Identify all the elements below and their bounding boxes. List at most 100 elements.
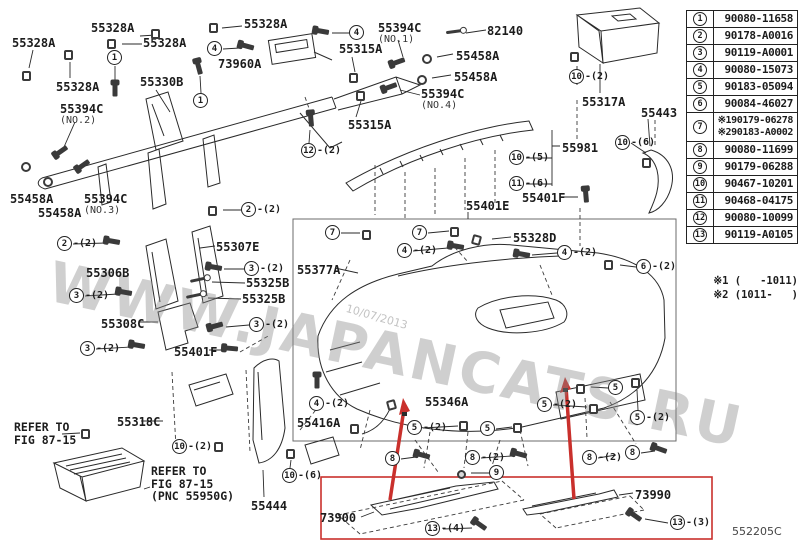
part-label-55328A: 55328A <box>244 17 288 31</box>
table-footnotes: ※1 ( -1011)※2 (1011- ) <box>686 274 798 302</box>
callout-5: 5-(2) <box>407 420 447 435</box>
clip-icon <box>589 404 598 414</box>
part-label-55981: 55981 <box>562 141 599 155</box>
clip-icon <box>350 424 359 434</box>
table-part-code: 90183-05094 <box>724 80 794 93</box>
callout-5: 5 <box>608 380 623 395</box>
callout-circle: 10 <box>282 468 297 483</box>
table-part-code: 90119-A0001 <box>724 46 794 59</box>
callout-5: 5-(2) <box>630 410 670 425</box>
callout-circle: 6 <box>636 259 651 274</box>
part-label-55325B: 55325B <box>246 276 290 290</box>
callout-qty: -(2) <box>260 263 285 274</box>
clip-icon <box>642 158 651 168</box>
callout-3: 3-(2) <box>244 261 284 276</box>
callout-10: 10-(2) <box>569 69 609 84</box>
table-row-number: 10 <box>687 176 714 192</box>
part-label-55315A: 55315A <box>339 42 383 56</box>
part-label-55318C: 55318C <box>117 415 161 429</box>
clip-icon <box>356 91 365 101</box>
table-part-code: 90080-11658 <box>724 12 794 25</box>
table-row: 1 90080-11658 <box>687 11 797 28</box>
part-label-55394C: 55394C(NO.2) <box>60 102 104 126</box>
clip-icon <box>513 423 522 433</box>
callout-4: 4 <box>349 25 364 40</box>
part-label-55308C: 55308C <box>101 317 145 331</box>
callout-qty: -(2) <box>573 247 598 258</box>
part-label-55458A: 55458A <box>454 70 498 84</box>
callout-circle: 8 <box>385 451 400 466</box>
clip-icon <box>450 227 459 237</box>
callout-circle: 5 <box>480 421 495 436</box>
callout-qty: -(2) <box>188 441 213 452</box>
callout-circle: 4 <box>349 25 364 40</box>
callout-5: 5 <box>480 421 495 436</box>
callout-circle: 11 <box>693 194 707 208</box>
callout-circle: 1 <box>107 50 122 65</box>
part-label-55328D: 55328D <box>513 231 557 245</box>
clip-icon <box>459 421 468 431</box>
table-row-number: 3 <box>687 45 714 61</box>
table-footnote: ※2 (1011- ) <box>713 289 798 301</box>
callout-6: 6-(2) <box>636 259 676 274</box>
callout-qty: -(2) <box>652 261 677 272</box>
callout-8: 8-(2) <box>582 450 622 465</box>
callout-circle: 13 <box>670 515 685 530</box>
callout-circle: 7 <box>325 225 340 240</box>
clip-icon <box>214 442 223 452</box>
clip-icon <box>576 384 585 394</box>
callout-3: 3-(2) <box>249 317 289 332</box>
clip-icon <box>64 50 73 60</box>
callout-circle: 8 <box>582 450 597 465</box>
callout-circle: 2 <box>693 29 707 43</box>
table-row-number: 13 <box>687 227 714 243</box>
part-label-55394C: 55394C(NO.1) <box>378 21 422 45</box>
callout-1: 1 <box>193 93 208 108</box>
part-label-note: (NO.1) <box>378 34 415 45</box>
callout-circle: 9 <box>489 465 504 480</box>
clip-icon <box>604 260 613 270</box>
callout-qty: -(2) <box>553 399 578 410</box>
callout-circle: 6 <box>693 97 707 111</box>
callout-5: 5-(2) <box>537 397 577 412</box>
callout-8: 8-(2) <box>465 450 505 465</box>
callout-3: 3-(2) <box>69 288 109 303</box>
table-row-number: 12 <box>687 210 714 226</box>
clip-icon <box>208 206 217 216</box>
callout-2: 2-(2) <box>57 236 97 251</box>
table-part-code: 90119-A0105 <box>724 228 794 241</box>
table-row: 7※190179-06278※290183-A0002 <box>687 113 797 142</box>
part-label-55444: 55444 <box>251 499 288 513</box>
table-row-number: 1 <box>687 11 714 27</box>
callout-12: 12-(2) <box>301 143 341 158</box>
bolt-icon <box>225 345 239 352</box>
callout-circle: 5 <box>537 397 552 412</box>
callout-qty: -(2) <box>423 422 448 433</box>
callout-circle: 4 <box>397 243 412 258</box>
callout-4: 4-(2) <box>557 245 597 260</box>
diagram-code: 552205C <box>732 525 782 538</box>
callout-13: 13-(4) <box>425 521 465 536</box>
callout-circle: 3 <box>244 261 259 276</box>
callout-circle: 10 <box>615 135 630 150</box>
callout-3: 3-(2) <box>80 341 120 356</box>
callout-circle: 10 <box>172 439 187 454</box>
clip-icon <box>107 39 116 49</box>
callout-circle: 11 <box>509 176 524 191</box>
table-row-number: 7 <box>687 113 714 141</box>
callout-circle: 8 <box>465 450 480 465</box>
table-row: 3 90119-A0001 <box>687 45 797 62</box>
callout-circle: 10 <box>569 69 584 84</box>
table-row-number: 11 <box>687 193 714 209</box>
ring-icon <box>417 75 427 85</box>
callout-11: 11-(6) <box>509 176 549 191</box>
callout-7: 7 <box>412 225 427 240</box>
clip-icon <box>362 230 371 240</box>
part-label-55306B: 55306B <box>86 266 130 280</box>
